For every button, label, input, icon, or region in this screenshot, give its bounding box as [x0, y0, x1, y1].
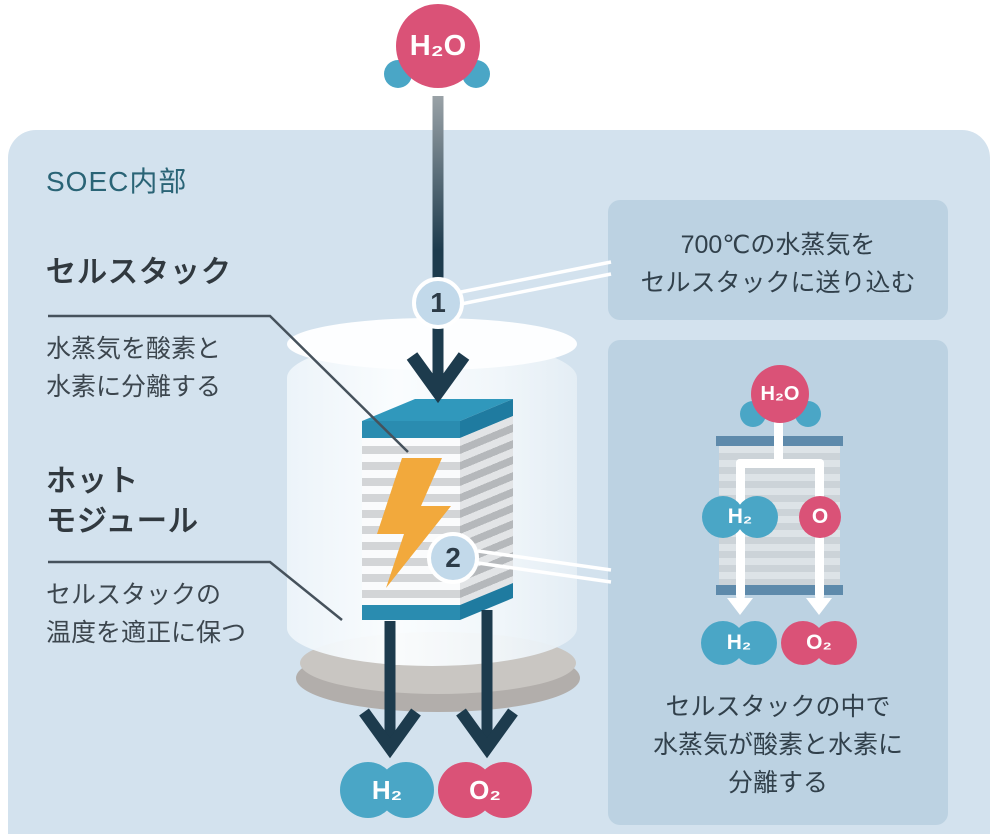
h2-molecule-output: H₂ [340, 762, 434, 818]
mini-h2-molecule-mid: H₂ [702, 496, 778, 538]
mini-o-molecule-mid: O [799, 496, 841, 538]
mini-h2o-label: H₂O [760, 382, 800, 405]
oxygen-atom-icon [396, 4, 480, 88]
h2o-label: H₂O [409, 29, 467, 62]
mini-h2-molecule-output: H₂ [701, 621, 777, 665]
mini-o2-molecule-output: O₂ [781, 621, 857, 665]
hydrogen-atom-icon [736, 496, 778, 538]
oxygen-atom-icon [751, 365, 809, 423]
mini-h2o-molecule: H₂O [740, 365, 821, 427]
hot-module-desc-line2: 温度を適正に保つ [46, 619, 247, 647]
callout-step1-line2: セルスタックに送り込む [640, 269, 916, 297]
step2-badge: 2 [427, 532, 479, 584]
diagram-title: SOEC内部 [46, 166, 188, 197]
hot-module-label-line2: モジュール [46, 505, 199, 538]
callout-step1-line1: 700℃の水蒸気を [680, 231, 876, 259]
oxygen-atom-icon [799, 496, 841, 538]
mini-h2-out-label: H₂ [726, 631, 752, 654]
mini-o-mid-label: O [811, 505, 829, 528]
mini-h2-arrowhead [727, 598, 753, 615]
callout-step2-caption-line1: セルスタックの中で [665, 693, 891, 721]
oxygen-atom-icon [813, 621, 857, 665]
mini-flow-stem [774, 418, 783, 466]
mini-o2-out-label: O₂ [806, 631, 832, 654]
o2-label: O₂ [469, 774, 501, 805]
callout-step2-caption-line3: 分離する [727, 769, 828, 797]
mini-o2-arrowhead [806, 598, 832, 615]
mini-h2-mid-label: H₂ [727, 505, 753, 528]
h2-label: H₂ [371, 774, 403, 805]
o2-molecule-output: O₂ [438, 762, 532, 818]
mini-flow-branch [736, 459, 824, 468]
callout-step2-caption: セルスタックの中で 水蒸気が酸素と水素に 分離する [608, 688, 948, 802]
cell-stack-desc-line1: 水蒸気を酸素と [46, 335, 222, 363]
hot-module-description: セルスタックの 温度を適正に保つ [46, 576, 246, 652]
cell-stack-desc-line2: 水素に分離する [46, 373, 222, 401]
mini-stack-bottom-bar [716, 585, 843, 595]
cell-stack-bottom-front [362, 605, 460, 620]
hydrogen-atom-icon [378, 762, 434, 818]
callout-step1-panel [608, 200, 948, 320]
hot-module-label-line1: ホット [46, 465, 139, 498]
callout-step2-caption-line2: 水蒸気が酸素と水素に [652, 731, 903, 759]
cell-stack-label: セルスタック [46, 256, 232, 289]
hot-module-desc-line1: セルスタックの [46, 581, 222, 609]
cell-stack-description: 水蒸気を酸素と 水素に分離する [46, 330, 221, 406]
h2o-molecule-input: H₂O [384, 4, 490, 92]
step1-badge: 1 [412, 277, 464, 329]
cell-stack-cap-front [362, 421, 460, 438]
oxygen-atom-icon [476, 762, 532, 818]
hot-module-label: ホット モジュール [46, 462, 199, 542]
hydrogen-atom-icon [733, 621, 777, 665]
callout-step1-text: 700℃の水蒸気を セルスタックに送り込む [608, 226, 948, 302]
